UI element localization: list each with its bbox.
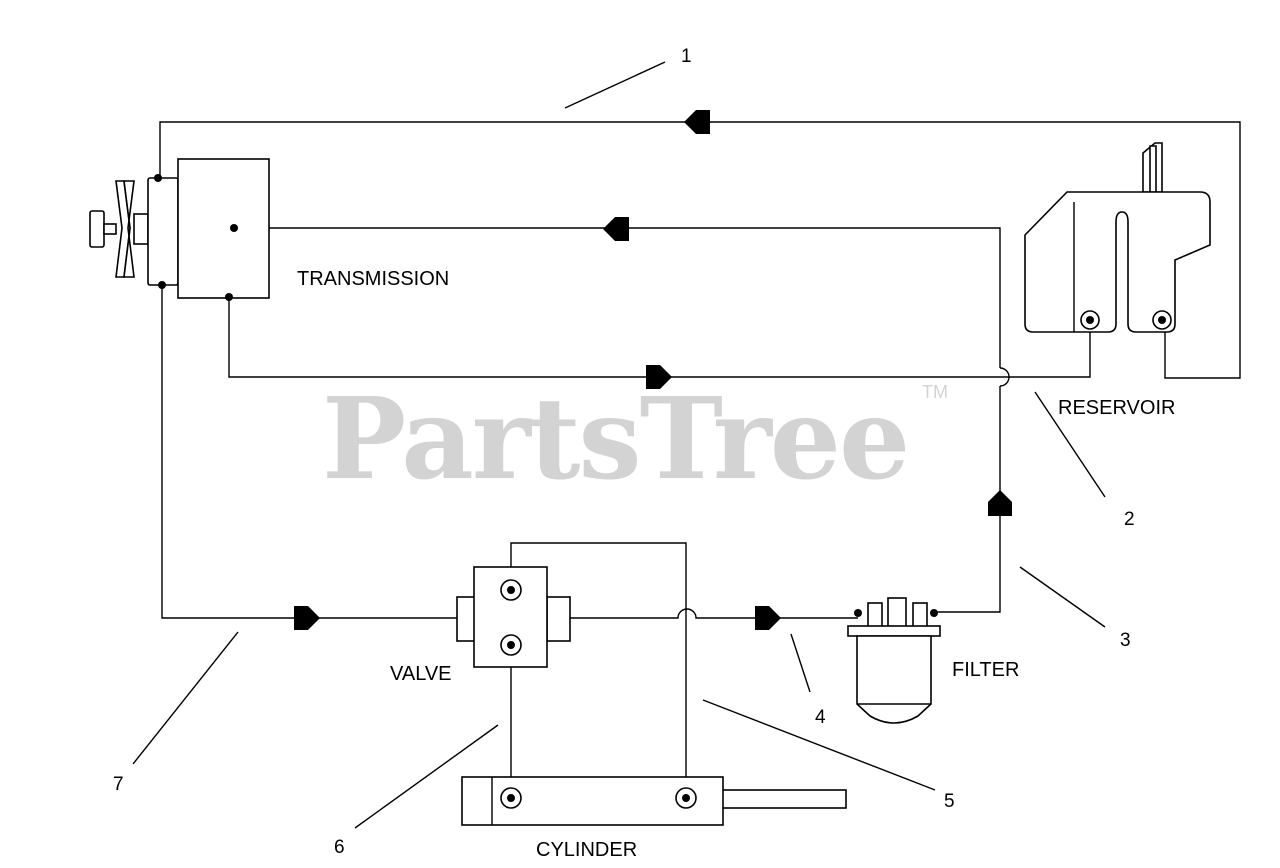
leader-4: [790, 633, 811, 693]
transmission: [89, 158, 270, 301]
label-reservoir: RESERVOIR: [1058, 397, 1175, 419]
callout-2: 2: [1124, 509, 1135, 530]
line-transmission-to-valve: [161, 285, 457, 619]
callout-7: 7: [113, 774, 124, 795]
label-filter: FILTER: [952, 659, 1019, 681]
leader-6: [354, 724, 499, 829]
watermark-trademark: TM: [922, 382, 948, 402]
flow-arrow-right-return: [646, 365, 672, 389]
callout-6: 6: [334, 837, 345, 858]
line-valve-to-filter: [570, 608, 858, 619]
flow-arrow-up-filter: [988, 490, 1012, 516]
line-top-return: [159, 121, 1241, 379]
callout-1: 1: [681, 46, 692, 67]
flow-arrow-left-top: [684, 110, 710, 134]
leader-2: [1034, 391, 1106, 498]
reservoir: [1024, 142, 1211, 333]
label-cylinder: CYLINDER: [536, 839, 637, 861]
filter: [847, 597, 941, 724]
leader-5: [702, 699, 936, 791]
cylinder: [461, 776, 847, 826]
callout-3: 3: [1120, 630, 1131, 651]
label-valve: VALVE: [390, 663, 452, 685]
line-crossover-hop: [999, 367, 1010, 387]
valve: [456, 566, 571, 668]
flow-arrow-right-to-filter: [755, 606, 781, 630]
callout-4: 4: [815, 707, 826, 728]
leader-3: [1019, 566, 1106, 628]
flow-arrow-left-middle: [603, 217, 629, 241]
label-transmission: TRANSMISSION: [297, 268, 449, 290]
flow-arrow-right-to-valve: [294, 606, 320, 630]
line-filter-to-junction: [934, 386, 1001, 613]
line-transmission-to-junction: [234, 227, 1001, 368]
watermark: PartsTree: [322, 374, 908, 505]
leader-7: [132, 631, 239, 765]
leader-1: [564, 61, 666, 109]
callout-5: 5: [944, 791, 955, 812]
